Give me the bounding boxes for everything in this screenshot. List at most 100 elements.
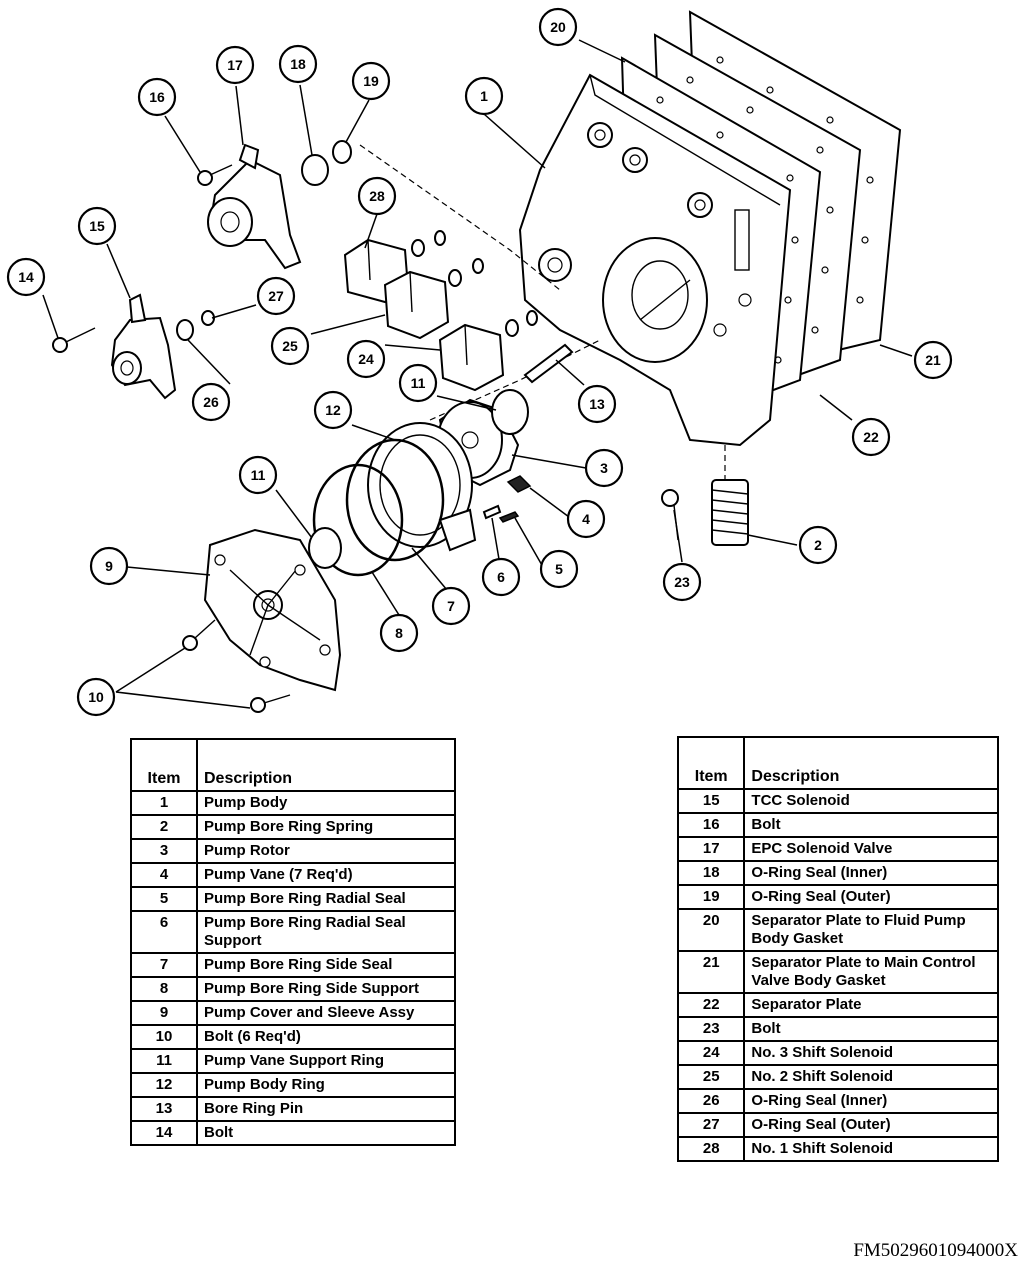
exploded-parts-diagram: 1 2 3 4 5 6 7 8 9 10 11 11 12 13 14 15 1… [6,7,953,717]
epc-solenoid-17 [207,143,302,270]
item-number: 3 [130,838,198,864]
bore-ring-spring-2 [711,479,749,546]
callout-13: 13 [577,384,617,424]
svg-text:6: 6 [497,569,505,585]
callout-20: 20 [538,7,578,47]
svg-text:28: 28 [369,188,385,204]
callout-1: 1 [464,76,504,116]
svg-text:27: 27 [268,288,284,304]
svg-text:26: 26 [203,394,219,410]
svg-text:11: 11 [251,467,266,483]
svg-text:23: 23 [674,574,690,590]
svg-text:13: 13 [589,396,605,412]
item-description: Bolt [196,1120,456,1146]
figure-code: FM5029601094000X [853,1240,1018,1261]
callout-9: 9 [89,546,129,586]
item-number: 1 [130,790,198,816]
o-ring-26 [176,319,194,341]
item-number: 23 [676,1016,746,1042]
svg-text:25: 25 [282,338,298,354]
callout-22: 22 [851,417,891,457]
callout-5: 5 [539,549,579,589]
item-description: Bolt (6 Req'd) [196,1024,456,1050]
item-description: Pump Body Ring [196,1072,456,1098]
callout-11-lower: 11 [238,455,278,495]
item-number: 2 [130,814,198,840]
item-number: 15 [676,788,746,814]
item-description: Separator Plate to Fluid Pump Body Gaske… [743,908,999,952]
item-number: 14 [130,1120,198,1146]
item-number: 7 [130,952,198,978]
svg-text:7: 7 [447,598,455,614]
svg-text:1: 1 [480,88,488,104]
callout-27: 27 [256,276,296,316]
svg-text:17: 17 [227,57,243,73]
item-number: 20 [676,908,746,952]
callout-17: 17 [215,45,255,85]
callout-25: 25 [270,326,310,366]
item-number: 10 [130,1024,198,1050]
leader-lines [42,39,913,709]
item-description: O-Ring Seal (Inner) [743,1088,999,1114]
item-description: Pump Bore Ring Radial Seal [196,886,456,912]
callout-10: 10 [76,677,116,717]
column-header-description: Description [743,736,999,790]
callout-6: 6 [481,557,521,597]
item-description: Pump Bore Ring Side Seal [196,952,456,978]
pump-vane-4 [506,475,532,493]
item-description: No. 2 Shift Solenoid [743,1064,999,1090]
item-description: Bore Ring Pin [196,1096,456,1122]
callout-12: 12 [313,390,353,430]
item-description: Bolt [743,812,999,838]
item-description: O-Ring Seal (Outer) [743,1112,999,1138]
item-number: 12 [130,1072,198,1098]
bolt-16 [197,164,233,186]
side-support-8 [312,463,404,577]
callout-3: 3 [584,448,624,488]
item-number: 6 [130,910,198,954]
item-description: Pump Body [196,790,456,816]
callout-18: 18 [278,44,318,84]
item-number: 18 [676,860,746,886]
svg-text:14: 14 [18,269,34,285]
pump-cover-9 [203,528,342,692]
o-ring-18 [301,154,329,186]
o-ring-19 [332,140,352,164]
shift-solenoid-24 [438,310,538,392]
item-description: No. 3 Shift Solenoid [743,1040,999,1066]
svg-text:5: 5 [555,561,563,577]
column-header-item: Item [130,738,198,792]
svg-text:9: 9 [105,558,113,574]
callout-7: 7 [431,586,471,626]
callout-23: 23 [662,562,702,602]
item-description: Pump Bore Ring Side Support [196,976,456,1002]
callout-28: 28 [357,176,397,216]
callout-16: 16 [137,77,177,117]
callout-11-upper: 11 [398,363,438,403]
svg-text:15: 15 [89,218,105,234]
item-number: 5 [130,886,198,912]
callout-19: 19 [351,61,391,101]
bolts-10 [182,619,291,713]
item-description: Pump Cover and Sleeve Assy [196,1000,456,1026]
pump-body-ring-12 [367,422,477,552]
item-number: 28 [676,1136,746,1162]
item-description: Separator Plate to Main Control Valve Bo… [743,950,999,994]
table-header-row: Item Description [130,738,456,792]
callout-8: 8 [379,613,419,653]
